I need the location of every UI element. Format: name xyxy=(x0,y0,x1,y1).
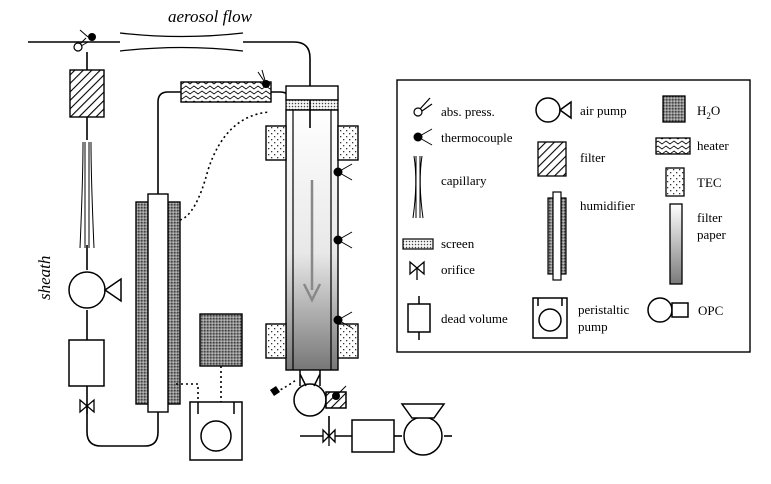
heater-icon xyxy=(655,137,691,155)
legend-thermocouple: thermocouple xyxy=(441,130,513,145)
legend-humidifier: humidifier xyxy=(580,198,636,213)
tec-lower-left xyxy=(265,323,287,359)
sheath-air-pump xyxy=(68,271,122,309)
capillary-icon xyxy=(412,155,424,219)
sheath-orifice xyxy=(79,398,95,414)
water-reservoir xyxy=(199,313,243,367)
legend-h2o-end: O xyxy=(711,103,720,118)
legend-orifice: orifice xyxy=(441,262,475,277)
humidifier-icon xyxy=(547,191,567,281)
tec-icon xyxy=(665,167,685,197)
aerosol-capillary xyxy=(119,32,244,52)
orifice-icon xyxy=(409,260,425,280)
filter-icon xyxy=(537,141,567,177)
aerosol-flow-label: aerosol flow xyxy=(168,7,253,26)
sheath-label: sheath xyxy=(35,256,54,300)
tec-lower-right xyxy=(337,323,359,359)
h2o-icon xyxy=(662,95,686,123)
legend-air-pump: air pump xyxy=(580,103,627,118)
abs-press-icon xyxy=(413,97,433,117)
piping xyxy=(28,41,452,447)
humidifier-column xyxy=(135,193,181,413)
thermocouple-icon xyxy=(413,128,433,146)
filter-paper-icon xyxy=(669,203,683,285)
opc-detector xyxy=(293,370,347,417)
tec-upper-right xyxy=(337,125,359,161)
legend-filter-paper-2: paper xyxy=(697,227,727,242)
air-pump-icon xyxy=(535,97,572,123)
legend-h2o-main: H xyxy=(697,103,706,118)
legend: abs. press. thermocouple capillary scree… xyxy=(396,79,751,353)
peristaltic-pump-main xyxy=(189,401,243,461)
legend-dead-volume: dead volume xyxy=(441,311,508,326)
legend-capillary: capillary xyxy=(441,173,487,188)
heater-thermocouple xyxy=(257,69,270,88)
legend-filter-paper-1: filter xyxy=(697,210,723,225)
tec-upper-left xyxy=(265,125,287,161)
opc-thermocouple xyxy=(332,385,347,400)
sheath-capillary xyxy=(79,141,95,249)
legend-h2o-sub: 2 xyxy=(706,111,711,121)
dead-volume-icon xyxy=(407,296,431,340)
screen-icon xyxy=(402,238,434,250)
sheath-filter xyxy=(69,69,105,118)
legend-opc: OPC xyxy=(698,303,723,318)
legend-peristaltic-2: pump xyxy=(578,319,608,334)
humidifier-cable xyxy=(179,111,271,221)
sheath-dead-volume xyxy=(68,339,105,387)
legend-tec: TEC xyxy=(697,175,722,190)
abs-press-sensor-main xyxy=(73,37,89,52)
outlet-orifice xyxy=(322,428,336,446)
legend-abs-press: abs. press. xyxy=(441,104,495,119)
aerosol-heater xyxy=(180,81,272,103)
legend-peristaltic-1: peristaltic xyxy=(578,302,629,317)
diffusion-column xyxy=(285,85,339,371)
opc-cable-tip xyxy=(270,386,280,396)
thermocouple-main xyxy=(79,29,96,41)
legend-screen: screen xyxy=(441,236,475,251)
outlet-air-pump xyxy=(400,403,446,456)
legend-filter: filter xyxy=(580,150,606,165)
legend-h2o: H2O xyxy=(697,103,720,121)
column-thermocouples xyxy=(333,163,353,329)
opc-cable xyxy=(275,379,297,393)
legend-heater: heater xyxy=(697,138,729,153)
outlet-dead-volume xyxy=(351,419,395,453)
opc-icon xyxy=(647,297,689,323)
peristaltic-pump-icon xyxy=(532,297,568,339)
